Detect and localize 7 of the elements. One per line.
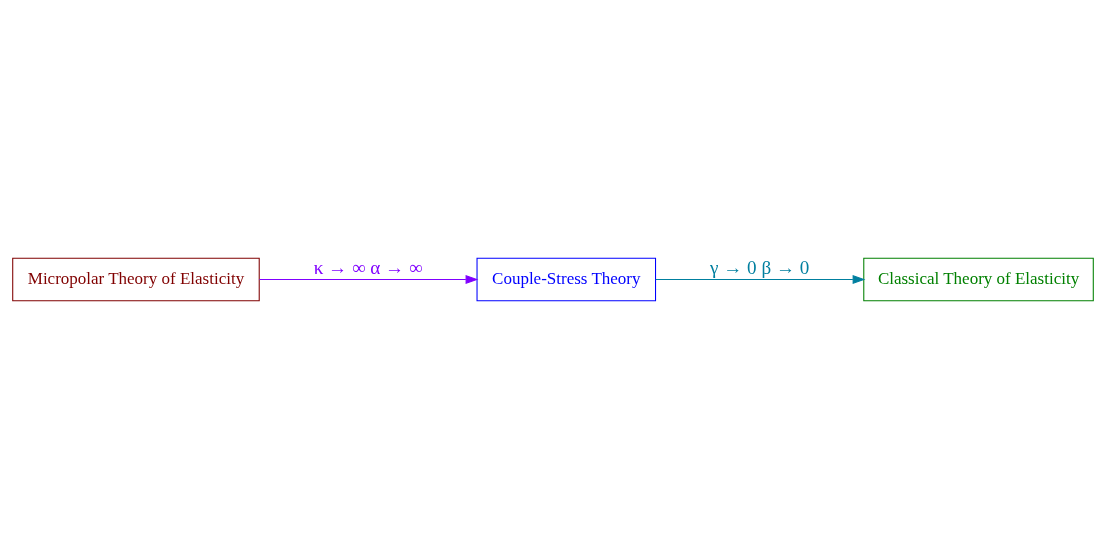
edge-label: γ → 0 β → 0 [709,256,810,278]
edge-label: κ → ∞ α → ∞ [313,256,423,278]
node-box: Couple-Stress Theory [476,257,657,302]
arrow [655,275,866,284]
arrow [258,275,479,284]
node-box: Classical Theory of Elasticity [863,257,1094,302]
node-box: Micropolar Theory of Elasticity [12,257,260,302]
